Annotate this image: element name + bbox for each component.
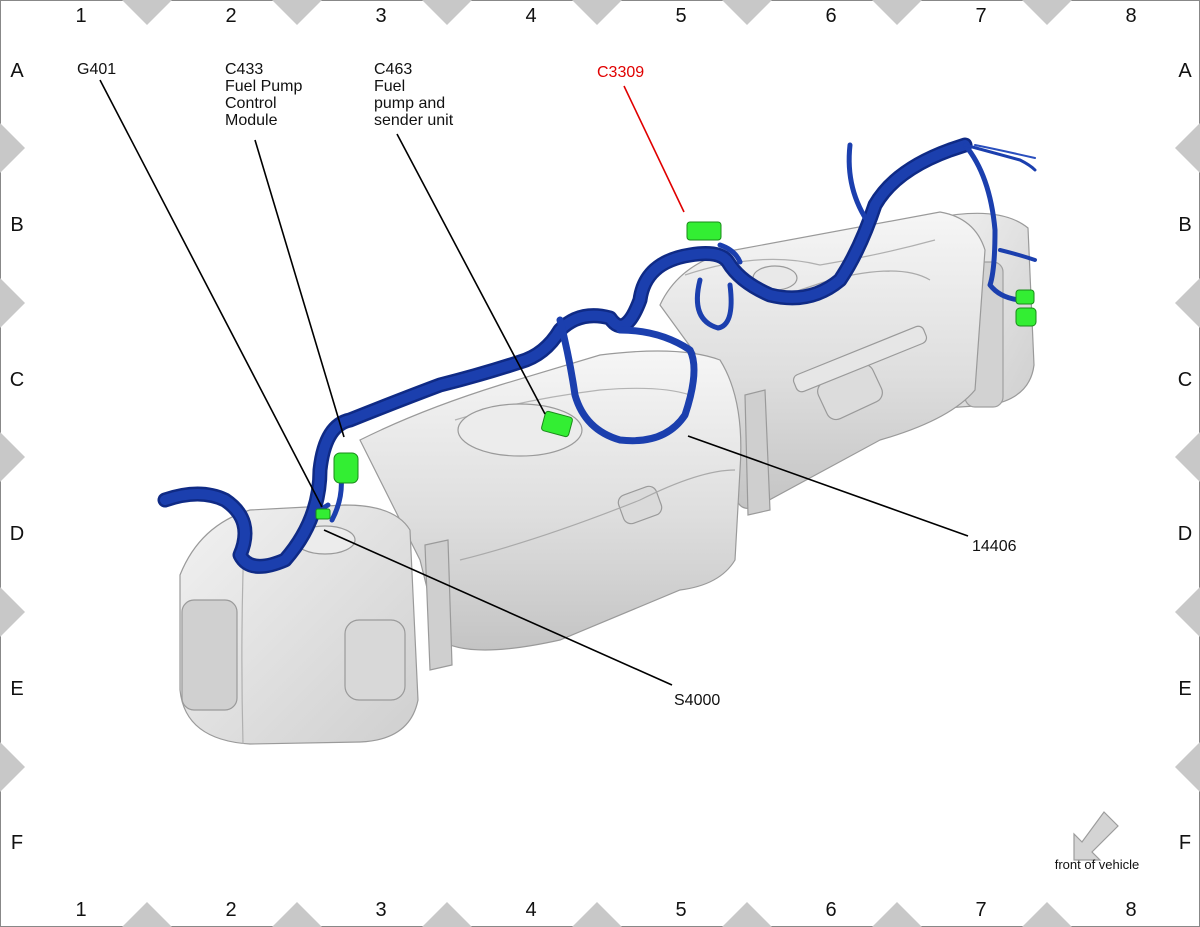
- grid-row-a: A: [10, 60, 24, 82]
- grid-col-6: 6: [825, 899, 836, 921]
- leader-14406: [687, 435, 969, 537]
- grid-row-f: F: [11, 832, 23, 854]
- connector-right-side: [1015, 289, 1037, 327]
- grid-row-e: E: [1178, 678, 1191, 700]
- grid-columns-bottom: 1 2 3 4 5 6 7 8: [75, 899, 1136, 921]
- leader-lines: [99, 79, 969, 686]
- grid-row-b: B: [10, 214, 23, 236]
- grid-columns-top: 1 2 3 4 5 6 7 8: [75, 5, 1136, 27]
- grid-row-e: E: [10, 678, 23, 700]
- leader-c3309: [623, 85, 685, 213]
- callout-s4000: S4000: [674, 692, 720, 709]
- grid-col-4: 4: [525, 899, 536, 921]
- connector-c463: [541, 410, 573, 438]
- grid-row-d: D: [10, 523, 24, 545]
- grid-row-a: A: [1178, 60, 1192, 82]
- grid-col-3: 3: [375, 899, 386, 921]
- leader-s4000: [323, 529, 673, 686]
- leader-c463: [396, 133, 546, 415]
- callout-g401: G401: [77, 61, 116, 78]
- grid-col-1: 1: [75, 5, 86, 27]
- grid-col-4: 4: [525, 5, 536, 27]
- connector-c433: [333, 452, 359, 484]
- grid-col-8: 8: [1125, 5, 1136, 27]
- callout-14406: 14406: [972, 538, 1017, 555]
- callout-c463: C463 Fuel pump and sender unit: [374, 61, 454, 129]
- callout-c3309: C3309: [597, 64, 644, 81]
- grid-col-2: 2: [225, 5, 236, 27]
- grid-col-1: 1: [75, 899, 86, 921]
- grid-col-8: 8: [1125, 899, 1136, 921]
- connector-c3309: [686, 221, 722, 241]
- grid-col-7: 7: [975, 899, 986, 921]
- grid-col-2: 2: [225, 899, 236, 921]
- callout-c433: C433 Fuel Pump Control Module: [225, 61, 307, 129]
- grid-row-b: B: [1178, 214, 1191, 236]
- fuel-tank: [179, 211, 1035, 745]
- grid-row-f: F: [1179, 832, 1191, 854]
- wiring-harness: [157, 137, 1037, 574]
- leader-g401: [99, 79, 323, 508]
- grid-rows-left: A B C D E F: [10, 60, 25, 854]
- splice-s4000: [315, 508, 331, 520]
- grid-row-d: D: [1178, 523, 1192, 545]
- grid-col-3: 3: [375, 5, 386, 27]
- grid-row-c: C: [10, 369, 24, 391]
- grid-col-7: 7: [975, 5, 986, 27]
- grid-col-6: 6: [825, 5, 836, 27]
- front-of-vehicle-arrow-icon: [1073, 811, 1119, 861]
- grid-col-5: 5: [675, 5, 686, 27]
- grid-rows-right: A B C D E F: [1178, 60, 1193, 854]
- grid-row-c: C: [1178, 369, 1192, 391]
- front-of-vehicle-label: front of vehicle: [1055, 857, 1140, 872]
- leader-c433: [254, 139, 345, 438]
- grid-col-5: 5: [675, 899, 686, 921]
